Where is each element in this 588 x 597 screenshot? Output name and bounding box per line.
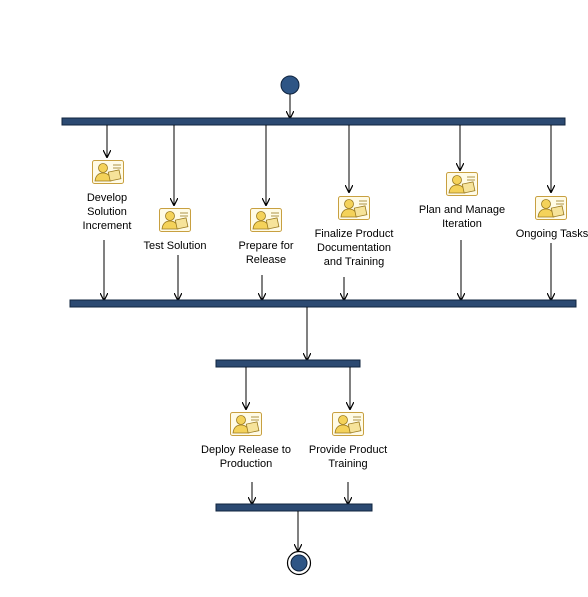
activity-label-ongoing: Ongoing Tasks [515,228,588,240]
activity-icon-test [159,208,191,232]
activity-icon-train [332,412,364,436]
activity-label-prepare: Prepare for Release [238,240,294,266]
final-node-core [290,554,308,572]
activity-icon-ongoing [535,196,567,220]
fork-bar-top [61,117,566,126]
activity-label-finalize: Finalize Product Documentation and Train… [314,228,394,268]
activity-label-deploy: Deploy Release to Production [201,444,291,470]
activity-icon-deploy [230,412,262,436]
activity-icon-develop [92,160,124,184]
activity-icon-plan [446,172,478,196]
activity-label-develop: Develop Solution Increment [82,192,132,232]
activity-icon-finalize [338,196,370,220]
activity-label-train: Provide Product Training [308,444,388,470]
initial-node [280,75,300,95]
activity-label-test: Test Solution [143,240,207,252]
activity-label-plan: Plan and Manage Iteration [418,204,506,230]
activity-icon-prepare [250,208,282,232]
join-bar-lower [215,503,373,512]
fork-bar-lower [215,359,361,368]
join-bar [69,299,577,308]
